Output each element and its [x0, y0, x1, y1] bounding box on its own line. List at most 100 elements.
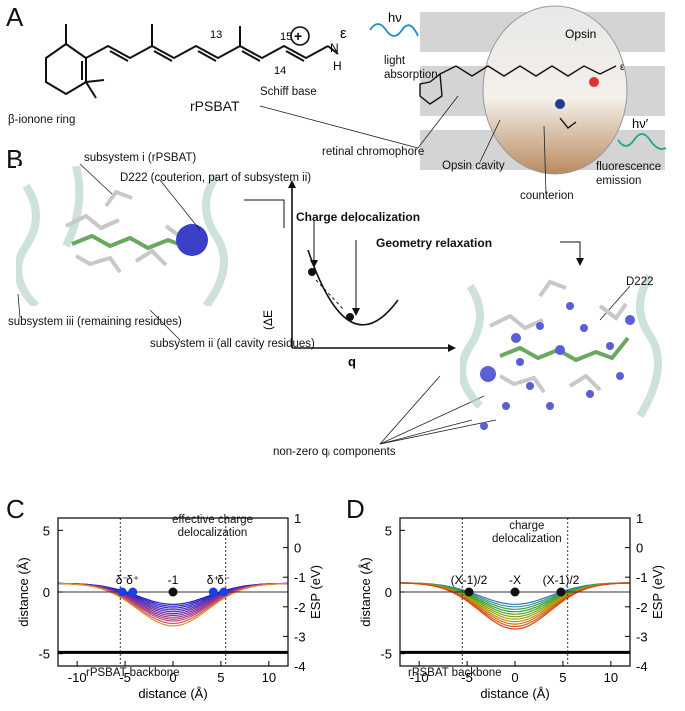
light-out-arrow-icon — [617, 133, 667, 150]
charge-point — [219, 587, 229, 597]
y2-tick-label: -1 — [294, 570, 306, 585]
charge-label: δ⁺ — [126, 573, 139, 587]
positive-charge-icon — [290, 26, 310, 46]
charge-label: δ⁺ — [207, 573, 220, 587]
y-axis-title: distance (Å) — [358, 557, 373, 626]
y2-tick-label: -4 — [636, 659, 648, 674]
q-axis-label: q — [348, 354, 356, 369]
x-tick-label: 10 — [604, 670, 618, 685]
hydrogen-label: H — [333, 59, 342, 73]
counterion-sphere — [176, 224, 208, 256]
charge-point — [208, 587, 218, 597]
fluorescence-emission-label: fluorescence emission — [596, 161, 662, 187]
esp-curve — [58, 582, 288, 627]
charge-point — [117, 587, 127, 597]
backbone-label-d: rPSBAT backbone — [408, 667, 502, 679]
y2-tick-label: -3 — [294, 629, 306, 644]
x-tick-label: -10 — [68, 670, 87, 685]
atom-15-label: 15 — [280, 31, 292, 43]
charge-point — [128, 587, 138, 597]
light-in-arrow-icon — [369, 23, 419, 37]
d222-counterion-label: D222 (couterion, part of subsystem ii) — [120, 172, 312, 184]
charge-point — [464, 587, 474, 597]
epsilon-small-label: ε — [620, 62, 625, 73]
charge-point — [556, 587, 566, 597]
charge-label: -1 — [168, 573, 179, 587]
y-axis-title: distance (Å) — [16, 557, 31, 626]
y2-tick-label: 0 — [294, 541, 301, 556]
x-axis-title: distance (Å) — [138, 686, 207, 701]
atom-14-label: 14 — [274, 65, 286, 77]
nonzero-components-label: non-zero qᵢ components — [273, 446, 396, 458]
y-axis-arrow-icon — [288, 180, 296, 188]
charge-delocalization-annotation: charge delocalization — [492, 520, 562, 545]
charge-point — [510, 587, 520, 597]
charge-label: -X — [509, 573, 521, 587]
charge-label: (X-1)/2 — [543, 573, 580, 587]
y2-tick-label: -1 — [636, 570, 648, 585]
energy-diagram: q (ΔE — [261, 180, 456, 369]
panel-label-a: A — [6, 2, 24, 32]
y-tick-label: 5 — [43, 523, 50, 538]
hv-label: hν — [388, 10, 402, 25]
hv-prime-label: hν′ — [632, 116, 649, 131]
y2-tick-label: -2 — [294, 600, 306, 615]
retinal-structure-diagram: 13 14 15 N H + ε — [45, 24, 347, 99]
panel-label-d: D — [346, 494, 365, 524]
charge-point — [168, 587, 178, 597]
x-tick-label: 10 — [262, 670, 276, 685]
counterion-label: counterion — [520, 190, 574, 202]
x-tick-label: 0 — [511, 670, 518, 685]
y2-tick-label: 1 — [636, 511, 643, 526]
negative-charge-blue-icon — [555, 99, 565, 109]
protein-structure-left — [16, 166, 244, 306]
charge-delocalization-title: Charge delocalization — [296, 210, 421, 224]
protein-structure-right — [460, 273, 662, 430]
schiff-base-label: Schiff base — [260, 86, 317, 98]
light-absorption-label: light absorption — [384, 55, 438, 81]
x-tick-label: -5 — [119, 670, 131, 685]
x-tick-label: 0 — [169, 670, 176, 685]
delta-e-axis-label: (ΔE — [261, 310, 275, 330]
geometry-relaxation-title: Geometry relaxation — [376, 236, 493, 250]
x-tick-label: 5 — [559, 670, 566, 685]
opsin-cavity-label: Opsin cavity — [442, 160, 505, 172]
effective-charge-annotation: effective charge delocalization — [172, 514, 253, 539]
nitrogen-label: N — [330, 41, 339, 55]
d222-label: D222 — [626, 276, 654, 288]
charge-label: δ⁻ — [217, 573, 230, 587]
opsin-label: Opsin — [565, 27, 596, 41]
subsystem-i-label: subsystem i (rPSBAT) — [84, 152, 197, 164]
x-axis-title: distance (Å) — [480, 686, 549, 701]
y-tick-label: 0 — [43, 585, 50, 600]
y2-tick-label: -3 — [636, 629, 648, 644]
x-axis-arrow-icon — [448, 344, 456, 352]
y2-tick-label: -2 — [636, 600, 648, 615]
opsin-cartoon: Opsin ε hν hν′ — [369, 5, 667, 175]
positive-charge-symbol: + — [294, 28, 302, 44]
charge-label: (X-1)/2 — [451, 573, 488, 587]
beta-ionone-ring-label: β-ionone ring — [8, 114, 76, 126]
x-tick-label: -10 — [410, 670, 429, 685]
y2-tick-label: -4 — [294, 659, 306, 674]
y2-tick-label: 0 — [636, 541, 643, 556]
y2-tick-label: 1 — [294, 511, 301, 526]
y-tick-label: -5 — [380, 647, 392, 662]
y-tick-label: 5 — [385, 523, 392, 538]
y-tick-label: 0 — [385, 585, 392, 600]
y2-axis-title: ESP (eV) — [308, 565, 323, 619]
y-tick-label: -5 — [38, 647, 50, 662]
positive-charge-red-icon — [589, 77, 599, 87]
retinal-chromophore-label: retinal chromophore — [322, 146, 425, 158]
x-tick-label: 5 — [217, 670, 224, 685]
x-tick-label: -5 — [461, 670, 473, 685]
atom-13-label: 13 — [210, 29, 222, 41]
backbone-label-c: rPSBAT backbone — [86, 667, 180, 679]
esp-curve — [400, 582, 630, 630]
subsystem-iii-label: subsystem iii (remaining residues) — [8, 316, 182, 328]
charge-label: δ⁻ — [116, 573, 129, 587]
